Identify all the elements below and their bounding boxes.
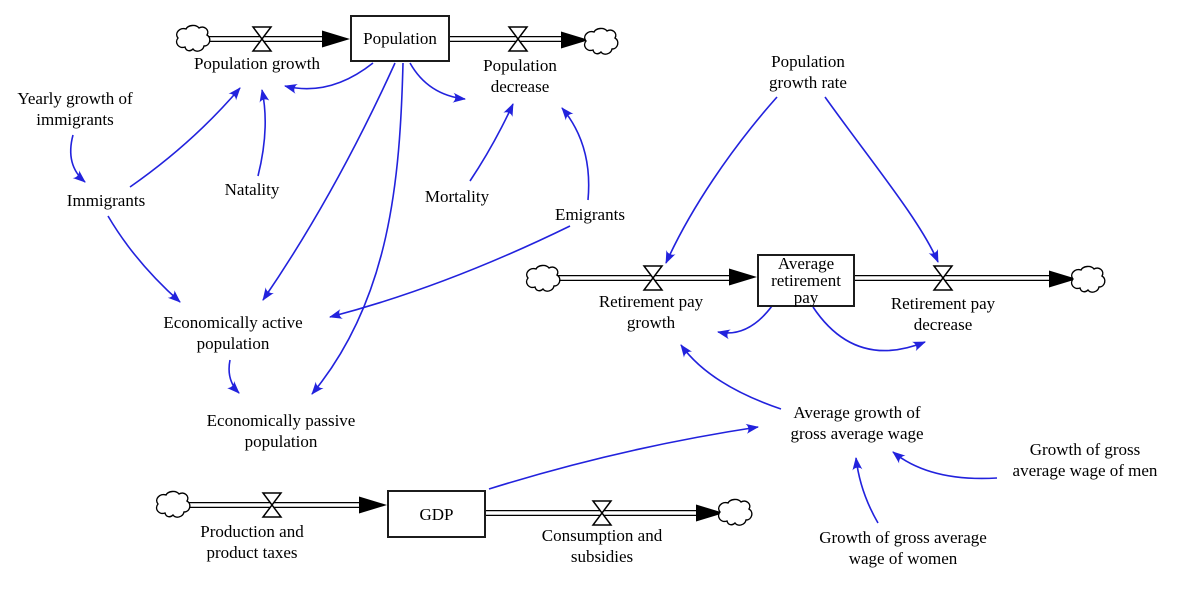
connector-emigrants-to-econ-active <box>329 225 571 319</box>
variable-natality: Natality <box>224 180 280 199</box>
connector-growth-rate-to-retirement-growth <box>665 96 778 264</box>
variable-economically-active-population: Economically active population <box>163 313 303 353</box>
cloud-sink-gdp <box>717 498 753 526</box>
variable-mortality: Mortality <box>424 187 490 206</box>
flow-label-retirement-pay-decrease: Retirement pay decrease <box>890 294 996 334</box>
stock-average-retirement-pay: Average retirement pay <box>757 254 855 307</box>
variable-immigrants: Immigrants <box>66 191 146 210</box>
cloud-source-gdp <box>155 490 191 518</box>
flow-arrowhead-into-gdp <box>359 496 387 514</box>
flow-label-production-taxes: Production and product taxes <box>200 522 304 562</box>
variable-population-growth-rate: Population growth rate <box>769 52 847 92</box>
flow-label-retirement-pay-growth: Retirement pay growth <box>598 292 704 332</box>
connector-wage-men-to-avg-wage <box>892 451 998 480</box>
flow-label-population-decrease: Population decrease <box>483 56 557 96</box>
flow-label-population-growth: Population growth <box>193 54 321 73</box>
variable-average-growth-of-gross-average-wage: Average growth of gross average wage <box>790 403 924 443</box>
flow-label-consumption-subsidies: Consumption and subsidies <box>541 526 663 566</box>
connector-population-to-econ-active <box>262 62 396 301</box>
connector-yearly-growth-to-immigrants <box>69 134 86 183</box>
connector-econ-active-to-econ-passive <box>226 359 240 394</box>
connector-retirement-pay-to-decrease <box>812 306 926 352</box>
connector-population-to-econ-passive <box>311 62 404 395</box>
connector-growth-rate-to-retirement-decrease <box>824 96 939 263</box>
cloud-source-retirement <box>525 264 561 292</box>
connector-immigrants-to-econ-active <box>107 215 181 303</box>
flow-arrowhead-gdp-sink <box>696 504 724 522</box>
connector-natality-to-population-growth <box>257 89 270 177</box>
connector-mortality-to-population-decrease <box>469 103 514 182</box>
connector-emigrants-to-population-decrease <box>561 107 590 201</box>
variable-economically-passive-population: Economically passive population <box>206 411 356 451</box>
flow-arrowhead-retirement-sink <box>1049 270 1077 288</box>
variable-growth-of-gross-average-wage-of-men: Growth of gross average wage of men <box>1012 440 1158 480</box>
connector-immigrants-to-population-growth <box>129 87 241 188</box>
variable-growth-of-gross-average-wage-of-women: Growth of gross average wage of women <box>819 528 987 568</box>
cloud-source-population <box>175 24 211 52</box>
variable-emigrants: Emigrants <box>555 205 625 224</box>
connector-wage-women-to-avg-wage <box>852 457 879 524</box>
flow-arrowhead-into-population <box>322 30 350 48</box>
connector-population-to-population-growth <box>284 62 374 94</box>
connector-retirement-pay-to-growth <box>717 305 773 340</box>
stock-gdp: GDP <box>387 490 486 538</box>
stock-population: Population <box>350 15 450 62</box>
flow-arrowhead-population-sink <box>561 31 589 49</box>
connector-gdp-to-avg-wage <box>488 423 759 490</box>
cloud-sink-population <box>583 27 619 55</box>
variable-yearly-growth-of-immigrants: Yearly growth of immigrants <box>17 89 133 129</box>
connector-population-to-population-decrease <box>409 62 466 103</box>
connector-avg-wage-to-retirement-growth <box>680 344 782 410</box>
flow-arrowhead-into-retirement-pay <box>729 268 757 286</box>
cloud-sink-retirement <box>1070 265 1106 293</box>
